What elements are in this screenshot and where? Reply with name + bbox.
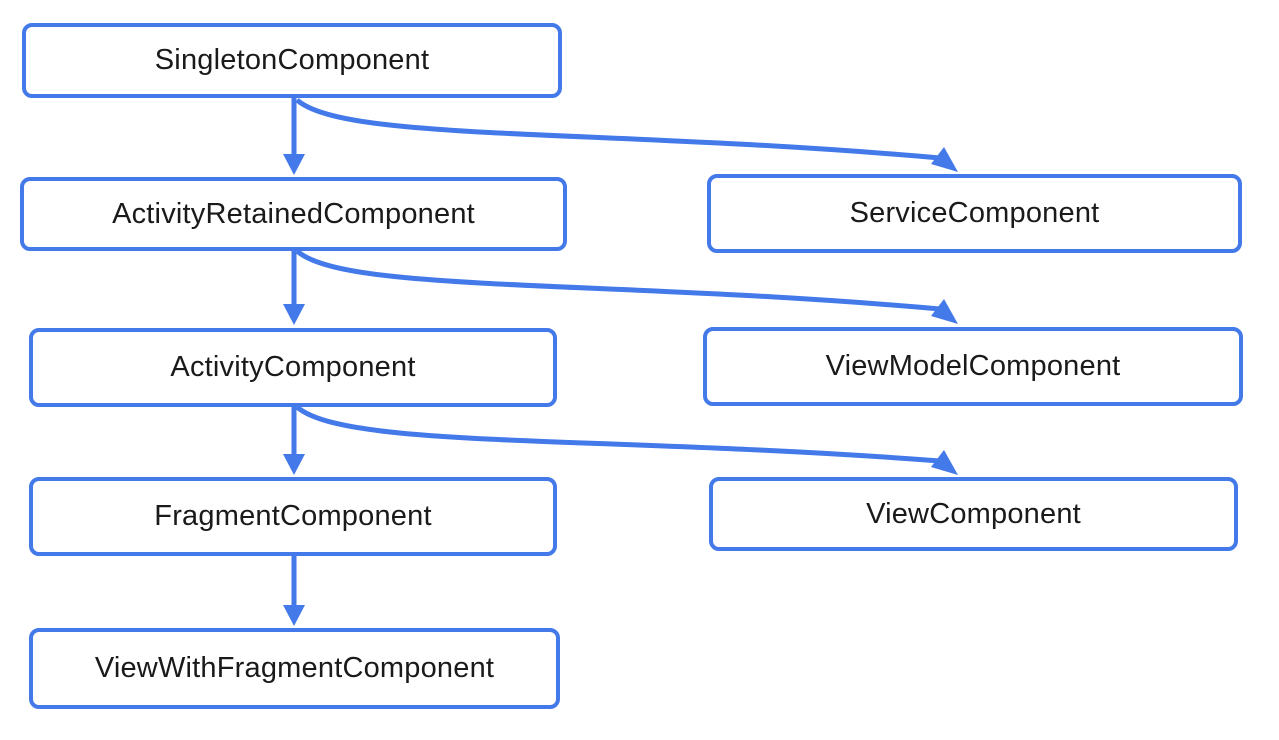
node-activity-retained-component: ActivityRetainedComponent [20,177,567,251]
node-label: ViewModelComponent [825,350,1121,382]
node-label: ViewComponent [866,497,1081,530]
node-label: ViewWithFragmentComponent [94,652,495,684]
node-activity-component: ActivityComponent [29,328,557,407]
node-label: FragmentComponent [154,500,432,532]
edge-activity-to-view [295,405,958,475]
edge-activity-retained-to-viewmodel [295,249,958,324]
node-view-component: ViewComponent [709,477,1238,551]
edge-singleton-to-service [295,98,958,172]
edge-fragment-to-view-with-fragment [283,556,305,626]
edge-activity-to-fragment [283,407,305,475]
edge-singleton-to-activity-retained [283,98,305,175]
node-label: SingletonComponent [154,44,430,76]
node-label: ActivityRetainedComponent [112,197,475,230]
node-fragment-component: FragmentComponent [29,477,557,556]
node-service-component: ServiceComponent [707,174,1242,253]
node-singleton-component: SingletonComponent [22,23,562,98]
node-viewmodel-component: ViewModelComponent [703,327,1243,406]
node-label: ServiceComponent [849,197,1100,229]
node-label: ActivityComponent [170,351,416,383]
edge-activity-retained-to-activity [283,251,305,325]
node-view-with-fragment-component: ViewWithFragmentComponent [29,628,560,709]
